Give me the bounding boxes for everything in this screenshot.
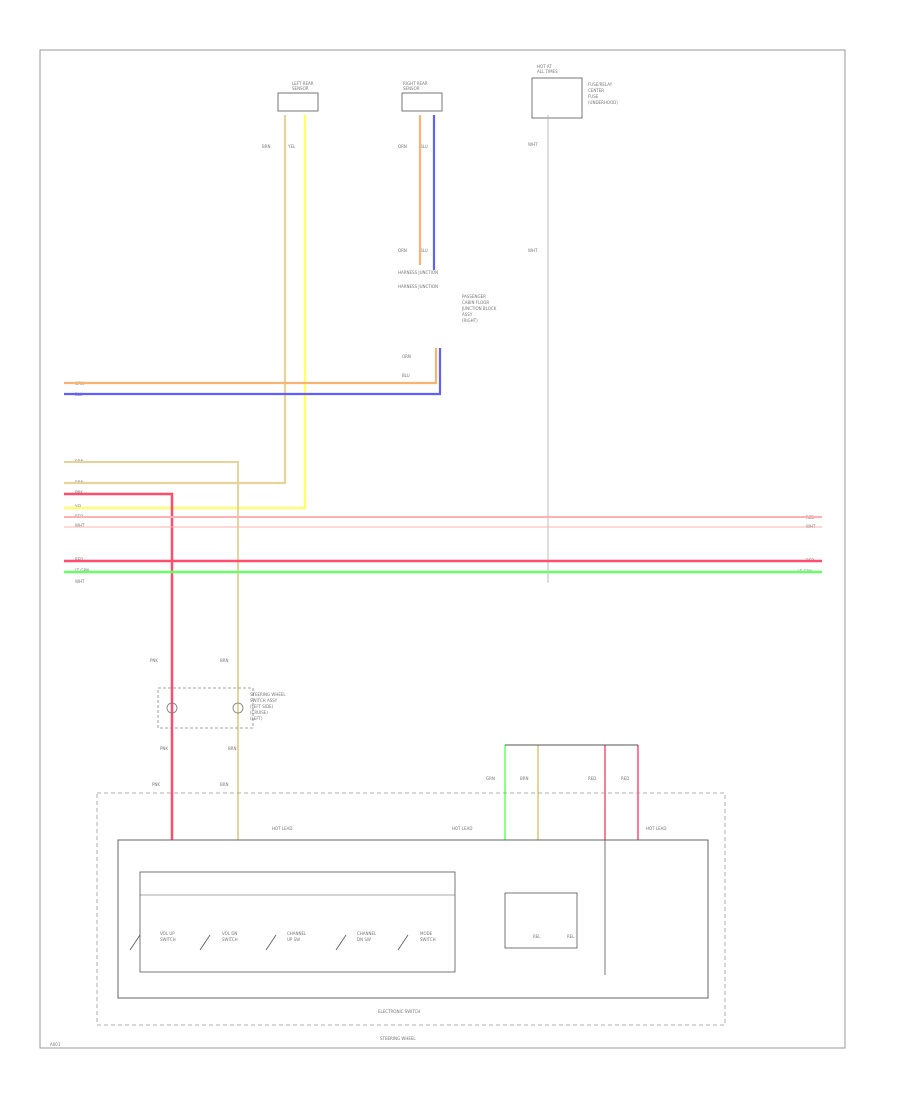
bus-label-10: WHT (75, 579, 85, 584)
junction-wire-orn: ORN (402, 354, 411, 359)
left-sensor-wire-brn: BRN (262, 144, 271, 149)
bus-label-5: YEL (74, 504, 83, 509)
left-rear-sensor-label-1: LEFT REAR (292, 81, 314, 86)
steering-label-2: SWITCH ASSY (250, 698, 278, 703)
steering-label-5: (LEFT) (250, 716, 263, 721)
right-sensor-mid-blu: BLU (420, 248, 428, 253)
page-ref: A001 (50, 1042, 61, 1047)
passenger-junction: HARNESS JUNCTION HARNESS JUNCTION PASSEN… (398, 270, 497, 378)
right-rear-sensor-label-2: SENSOR (403, 86, 420, 91)
switch-4: CHANNEL DN SW (335, 931, 377, 951)
fuse-desc-3: FUSE (588, 94, 599, 99)
wire-right-sensor-orange-lower (64, 348, 438, 385)
switch-4-label-b: DN SW (357, 937, 371, 942)
switch-1-label-a: VOL UP (160, 931, 175, 936)
right-sensor-mid-orn: ORN (398, 248, 407, 253)
pink-drop-label-3: PNK (152, 782, 160, 787)
switch-3: CHANNEL UP SW (265, 931, 307, 951)
fuse-desc-4: (UNDERHOOD) (588, 100, 618, 105)
tan-drop-label-2: BRN (228, 746, 237, 751)
junction-wire-blu: BLU (402, 373, 410, 378)
left-rear-sensor-label-2: SENSOR (292, 86, 309, 91)
fuse-desc-1: FUSE/RELAY (588, 82, 613, 87)
switch-3-label-a: CHANNEL (287, 931, 307, 936)
wire-right-sensor-blue-lower (64, 348, 442, 396)
right-rear-sensor-label-1: RIGHT REAR (403, 81, 428, 86)
switch-3-label-b: UP SW (287, 937, 300, 942)
bus-label-8: RED (75, 557, 83, 562)
steering-switch-block: PNK BRN STEERING WHEEL SWITCH ASSY (LEFT… (150, 658, 286, 787)
connector-label-3: HOT LEAD (646, 826, 666, 831)
switch-2-label-a: VOL DN (222, 931, 237, 936)
hot-mid-wire-label: WHT (528, 248, 538, 253)
wire-left-sensor-yellow (64, 115, 307, 510)
right-drop-label-3: RED (621, 776, 629, 781)
relay-label-1: REL (533, 934, 541, 939)
switch-2-label-b: SWITCH (222, 937, 238, 942)
wire-left-sensor-tan (64, 115, 287, 485)
tan-drop-label-1: BRN (220, 658, 229, 663)
tan-drop-label-3: BRN (220, 782, 229, 787)
relay-label-2: REL (567, 934, 575, 939)
switch-lamp-2 (232, 702, 244, 714)
junction-top-label: HARNESS JUNCTION (398, 270, 438, 275)
passenger-label-3: JUNCTION BLOCK (461, 306, 497, 311)
switch-5-label-b: SWITCH (420, 937, 436, 942)
left-sensor-wire-yel: YEL (287, 144, 296, 149)
steering-switch-box (157, 687, 254, 729)
diagram-border (39, 49, 846, 1049)
switch-5: MODE SWITCH (397, 931, 436, 951)
left-rear-sensor: LEFT REAR SENSOR BRN YEL (262, 81, 319, 149)
wire-steering-brn (64, 461, 239, 840)
connector-label-2: HOT LEAD (452, 826, 472, 831)
pink-drop-label-1: PNK (150, 658, 158, 663)
steering-label-1: STEERING WHEEL (250, 692, 286, 697)
right-sensor-wire-blu: BLU (420, 144, 428, 149)
switch-5-label-a: MODE (420, 931, 433, 936)
steering-wheel-outline (96, 792, 726, 1026)
passenger-label-4: ASSY (462, 312, 473, 317)
fuse-relay-block: HOT AT ALL TIMES FUSE/RELAY CENTER FUSE … (528, 64, 618, 253)
switch-2: VOL DN SWITCH (199, 931, 238, 951)
wire-steering-pink (64, 492, 174, 840)
right-rear-sensor-box (401, 92, 443, 112)
bus-label-4: PNK (75, 490, 83, 495)
steering-wheel-label: STEERING WHEEL (380, 1036, 416, 1041)
electronic-switch-unit: HOT LEAD HOT LEAD HOT LEAD VOL UP SWITCH… (117, 826, 709, 1014)
relay-box (504, 892, 578, 949)
hot-top-wire-label: WHT (528, 142, 538, 147)
passenger-label-5: (RIGHT) (462, 318, 478, 323)
right-drop-label-0: GRN (486, 776, 495, 781)
connector-label-1: HOT LEAD (272, 826, 292, 831)
bus-label-9: LT GRN (75, 568, 89, 573)
pink-drop-label-2: PNK (160, 746, 168, 751)
switch-1: VOL UP SWITCH (129, 931, 176, 951)
hot-at-all-times-1: HOT AT (537, 64, 552, 69)
hot-at-all-times-2: ALL TIMES (537, 69, 558, 74)
switch-4-label-a: CHANNEL (357, 931, 377, 936)
right-bus-labels: RED WHT RED LT GRN (798, 515, 816, 574)
right-sensor-wire-orn: ORN (398, 144, 407, 149)
switch-lamp-1 (166, 702, 178, 714)
switch-1-label-b: SWITCH (160, 937, 176, 942)
passenger-label-2: CABIN FLOOR (462, 300, 489, 305)
fuse-box (531, 77, 583, 119)
junction-bot-label: HARNESS JUNCTION (398, 284, 438, 289)
fuse-desc-2: CENTER (588, 88, 604, 93)
passenger-label-1: PASSENGER (462, 294, 486, 299)
bus-label-7: WHT (75, 523, 85, 528)
electronic-switch-box (117, 839, 709, 999)
right-rear-sensor: RIGHT REAR SENSOR ORN BLU ORN BLU (398, 81, 443, 253)
right-drop-label-1: BRN (520, 776, 529, 781)
right-drop-label-2: RED (588, 776, 596, 781)
switch-array-box (139, 871, 456, 973)
steering-label-3: (LEFT SIDE) (250, 704, 274, 709)
steering-label-4: (CRUISE) (250, 710, 268, 715)
electronic-switch-label: ELECTRONIC SWITCH (378, 1009, 420, 1014)
left-rear-sensor-box (277, 92, 319, 112)
